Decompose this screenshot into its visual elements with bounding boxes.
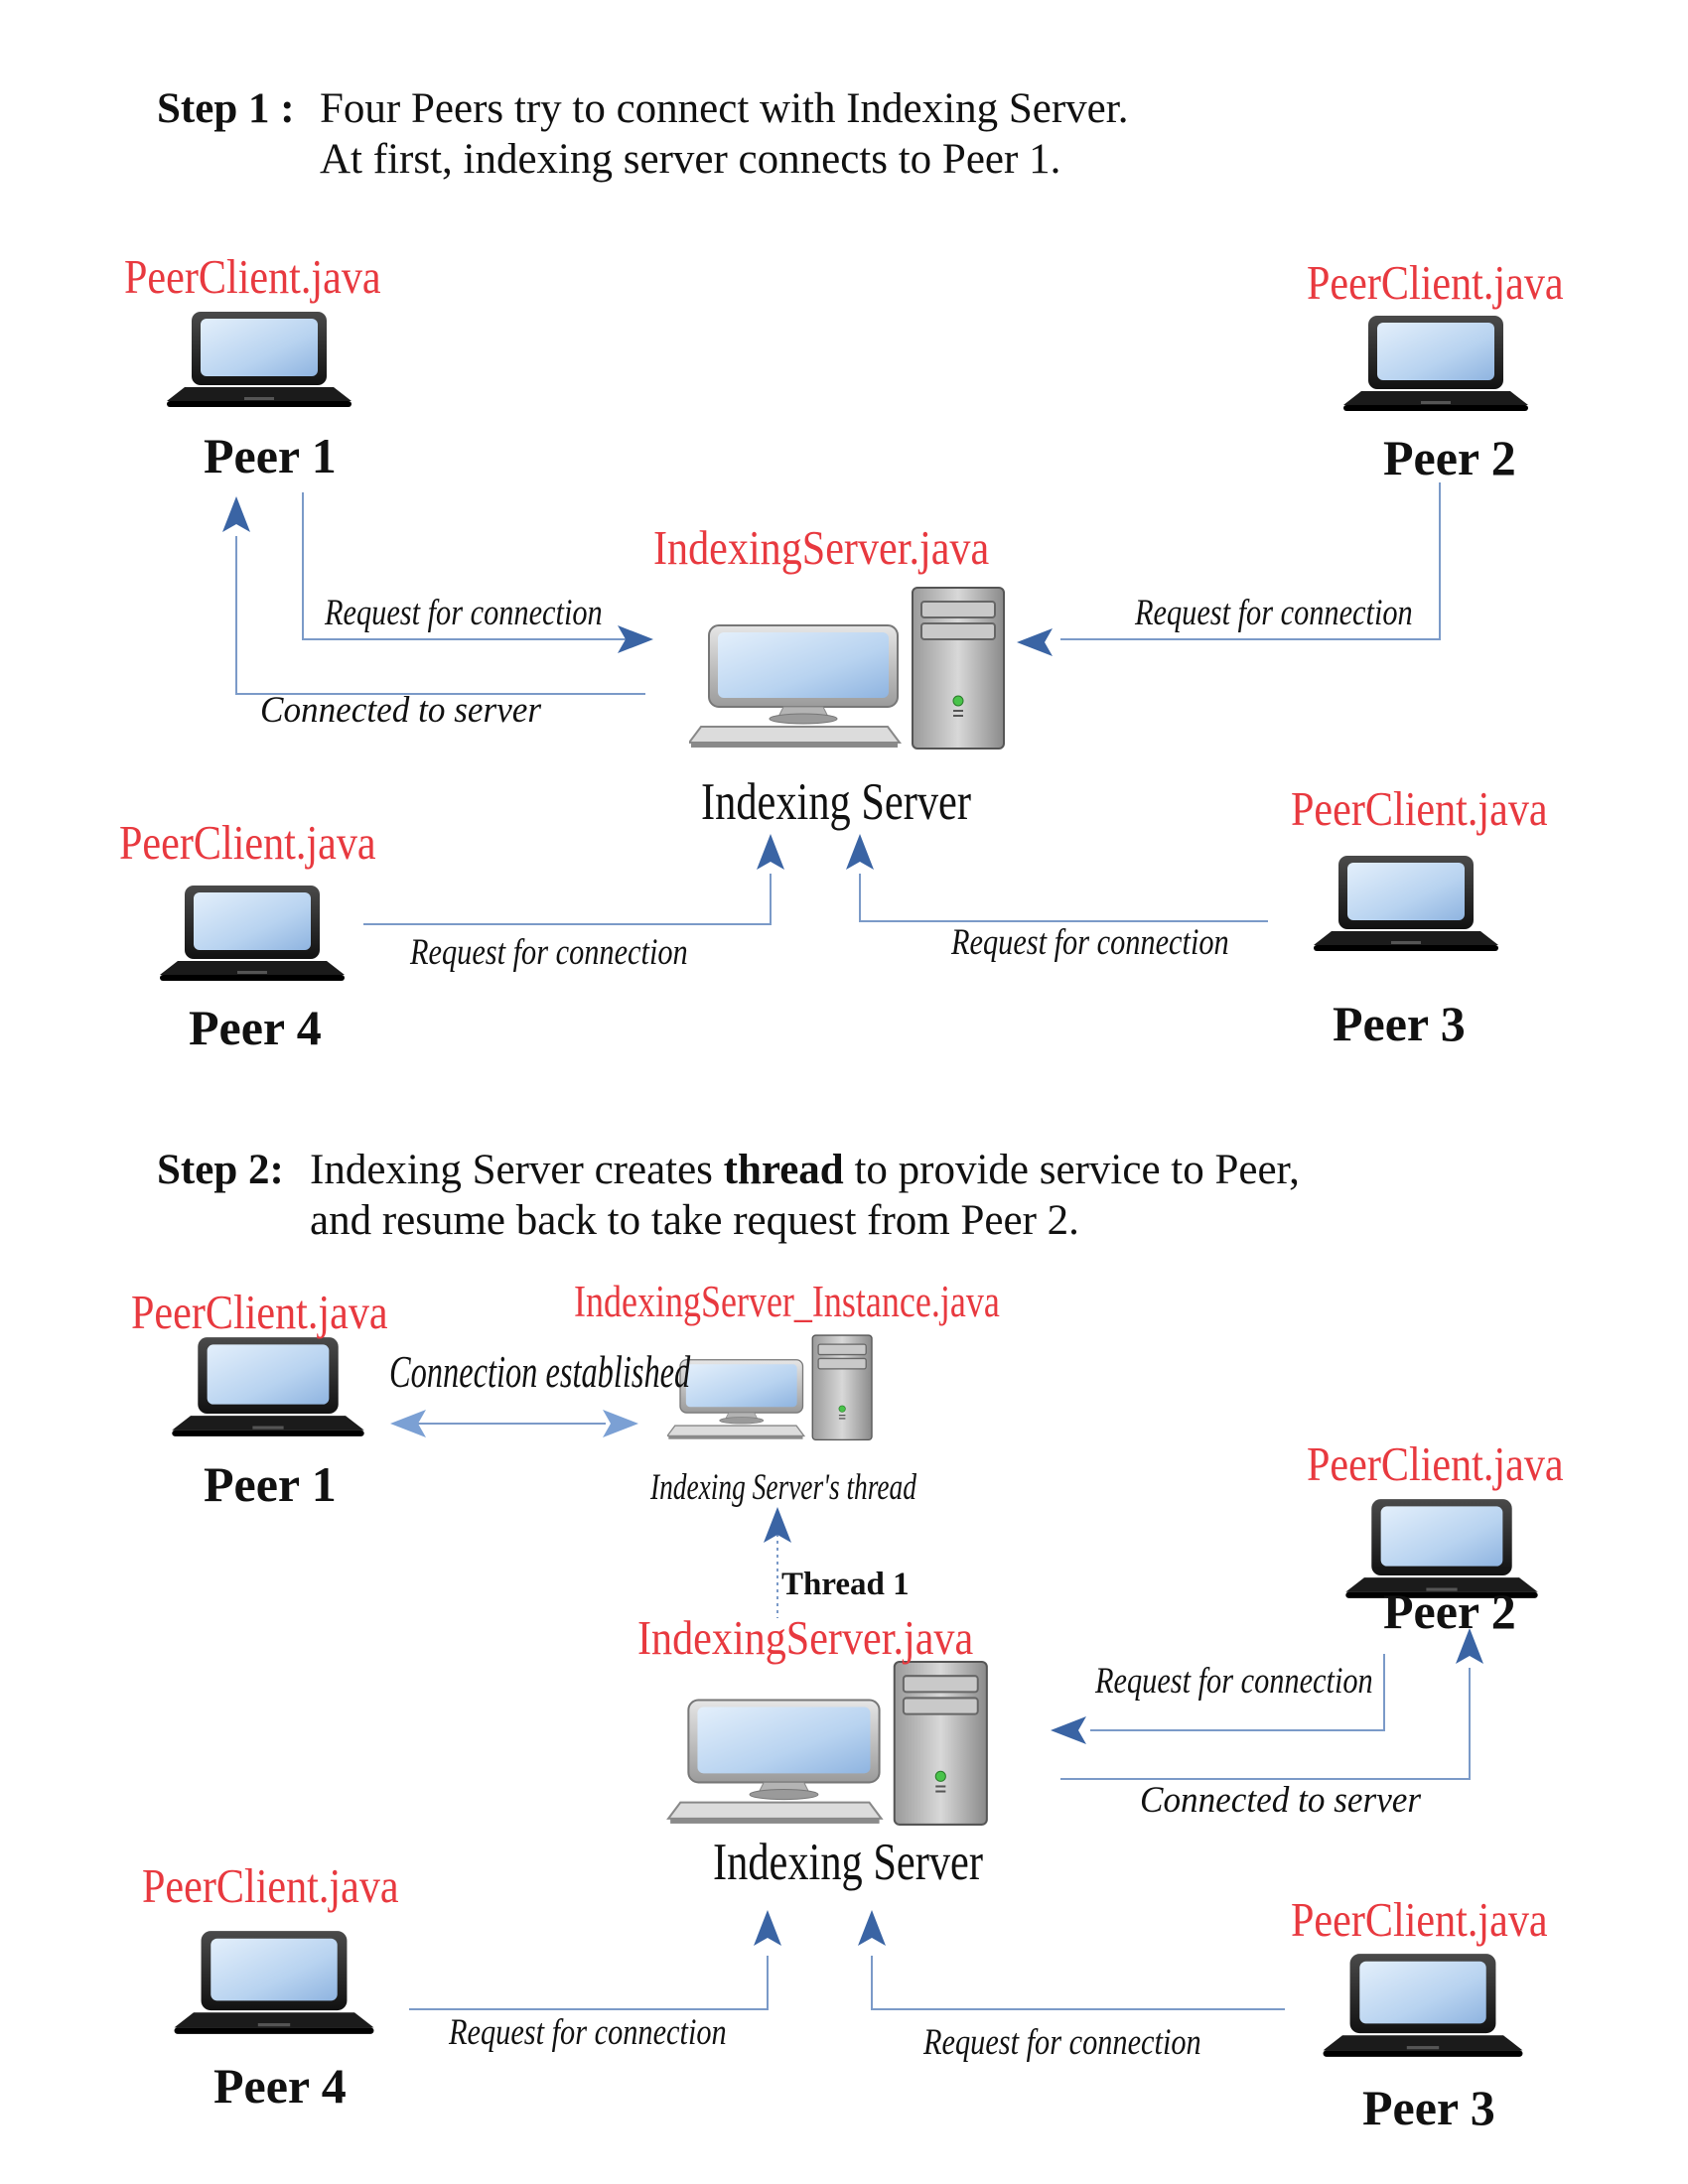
- indexing-server-icon-step2: [667, 1660, 988, 1827]
- step2-label: Step 2:: [157, 1147, 284, 1193]
- peer1-laptop-icon-step2: [172, 1337, 364, 1436]
- peer3-laptop-icon: [1314, 856, 1498, 951]
- edge-request-peer4: Request for connection: [410, 932, 688, 973]
- edge-request-peer2: Request for connection: [1135, 593, 1413, 633]
- peer3-label: Peer 3: [1333, 996, 1466, 1051]
- server-file-label: IndexingServer.java: [653, 520, 990, 575]
- instance-server-icon: [667, 1334, 873, 1441]
- peer3-file-label: PeerClient.java: [1291, 781, 1548, 836]
- instance-file-label: IndexingServer_Instance.java: [574, 1277, 1000, 1326]
- arrow-to-server-peer2: [1051, 1716, 1086, 1744]
- step2-line2: and resume back to take request from Pee…: [310, 1197, 1079, 1244]
- peer4-label: Peer 4: [189, 1000, 322, 1055]
- edge-request-peer2-step2: Request for connection: [1095, 1661, 1373, 1702]
- peer1-laptop-icon: [167, 312, 352, 407]
- step1-text: Step 1 :: [157, 83, 295, 134]
- thread-name-label: Indexing Server's thread: [650, 1467, 916, 1508]
- edge-request-peer3: Request for connection: [951, 922, 1229, 963]
- step1-label: Step 1 :: [157, 85, 295, 132]
- indexing-server-icon: [689, 587, 1005, 750]
- server-name-label: Indexing Server: [701, 773, 971, 831]
- peer2-file-label-step2: PeerClient.java: [1307, 1436, 1564, 1491]
- arrow-to-server-2: [1017, 628, 1053, 656]
- peer2-laptop-icon: [1343, 316, 1528, 411]
- edge-established: Connection established: [389, 1347, 691, 1397]
- step1-line1: Four Peers try to connect with Indexing …: [320, 85, 1129, 132]
- arrow-to-server-peer3-step2: [858, 1910, 886, 1946]
- peer1-label: Peer 1: [204, 428, 337, 483]
- arrow-established-right: [603, 1410, 638, 1437]
- peer2-file-label: PeerClient.java: [1307, 255, 1564, 310]
- peer1-label-step2: Peer 1: [204, 1456, 337, 1512]
- arrow-to-peer1: [222, 496, 250, 532]
- step2-line1: Indexing Server creates thread to provid…: [310, 1147, 1300, 1193]
- server-file-label-step2: IndexingServer.java: [637, 1610, 974, 1665]
- arrow-to-server-peer4-step2: [754, 1910, 781, 1946]
- step1-line2: At first, indexing server connects to Pe…: [320, 136, 1061, 183]
- peer3-laptop-icon-step2: [1323, 1954, 1523, 2057]
- peer4-laptop-icon-step2: [174, 1931, 374, 2034]
- arrow-established-left: [390, 1410, 426, 1437]
- peer4-label-step2: Peer 4: [213, 2058, 347, 2114]
- arrow-to-server-4: [757, 834, 784, 870]
- peer3-label-step2: Peer 3: [1362, 2080, 1495, 2135]
- server-name-label-step2: Indexing Server: [713, 1834, 983, 1891]
- peer1-file-label-step2: PeerClient.java: [131, 1285, 388, 1339]
- peer2-label-step2: Peer 2: [1383, 1583, 1516, 1639]
- arrow-to-thread: [764, 1507, 791, 1543]
- peer4-file-label: PeerClient.java: [119, 815, 376, 870]
- edge-connected-peer2: Connected to server: [1140, 1780, 1422, 1821]
- arrow-to-server-3: [846, 834, 874, 870]
- peer4-laptop-icon: [160, 886, 345, 981]
- peer4-file-label-step2: PeerClient.java: [142, 1858, 399, 1913]
- peer3-file-label-step2: PeerClient.java: [1291, 1892, 1548, 1947]
- thread1-label: Thread 1: [781, 1567, 910, 1602]
- edge-request-peer3-step2: Request for connection: [923, 2022, 1201, 2063]
- edge-request-peer4-step2: Request for connection: [449, 2012, 727, 2053]
- peer1-file-label: PeerClient.java: [124, 249, 381, 304]
- arrow-to-peer2: [1456, 1628, 1483, 1664]
- peer2-label: Peer 2: [1383, 430, 1516, 485]
- edge-request-peer1: Request for connection: [325, 593, 603, 633]
- edge-connected-peer1: Connected to server: [260, 690, 542, 731]
- arrow-to-server-1: [618, 625, 653, 653]
